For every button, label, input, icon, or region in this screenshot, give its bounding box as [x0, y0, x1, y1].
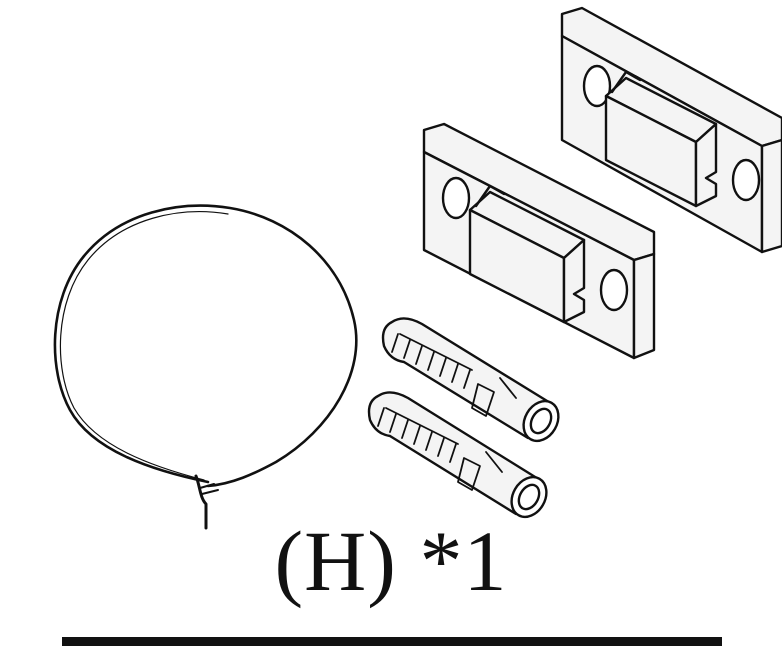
wire-tie-loop [55, 206, 356, 528]
screw-hole-left [443, 178, 469, 218]
screw-hole-right [601, 270, 627, 310]
wall-bracket-front [424, 124, 654, 358]
part-letter: (H) [274, 513, 397, 609]
wall-plug-lower [369, 392, 553, 523]
part-label: (H) *1 [0, 518, 782, 604]
wall-bracket-back [562, 8, 782, 252]
screw-hole-left [584, 66, 610, 106]
wall-plug-upper [383, 318, 565, 447]
part-quantity: *1 [419, 513, 508, 609]
underline-rule [62, 637, 722, 646]
screw-hole-right [733, 160, 759, 200]
